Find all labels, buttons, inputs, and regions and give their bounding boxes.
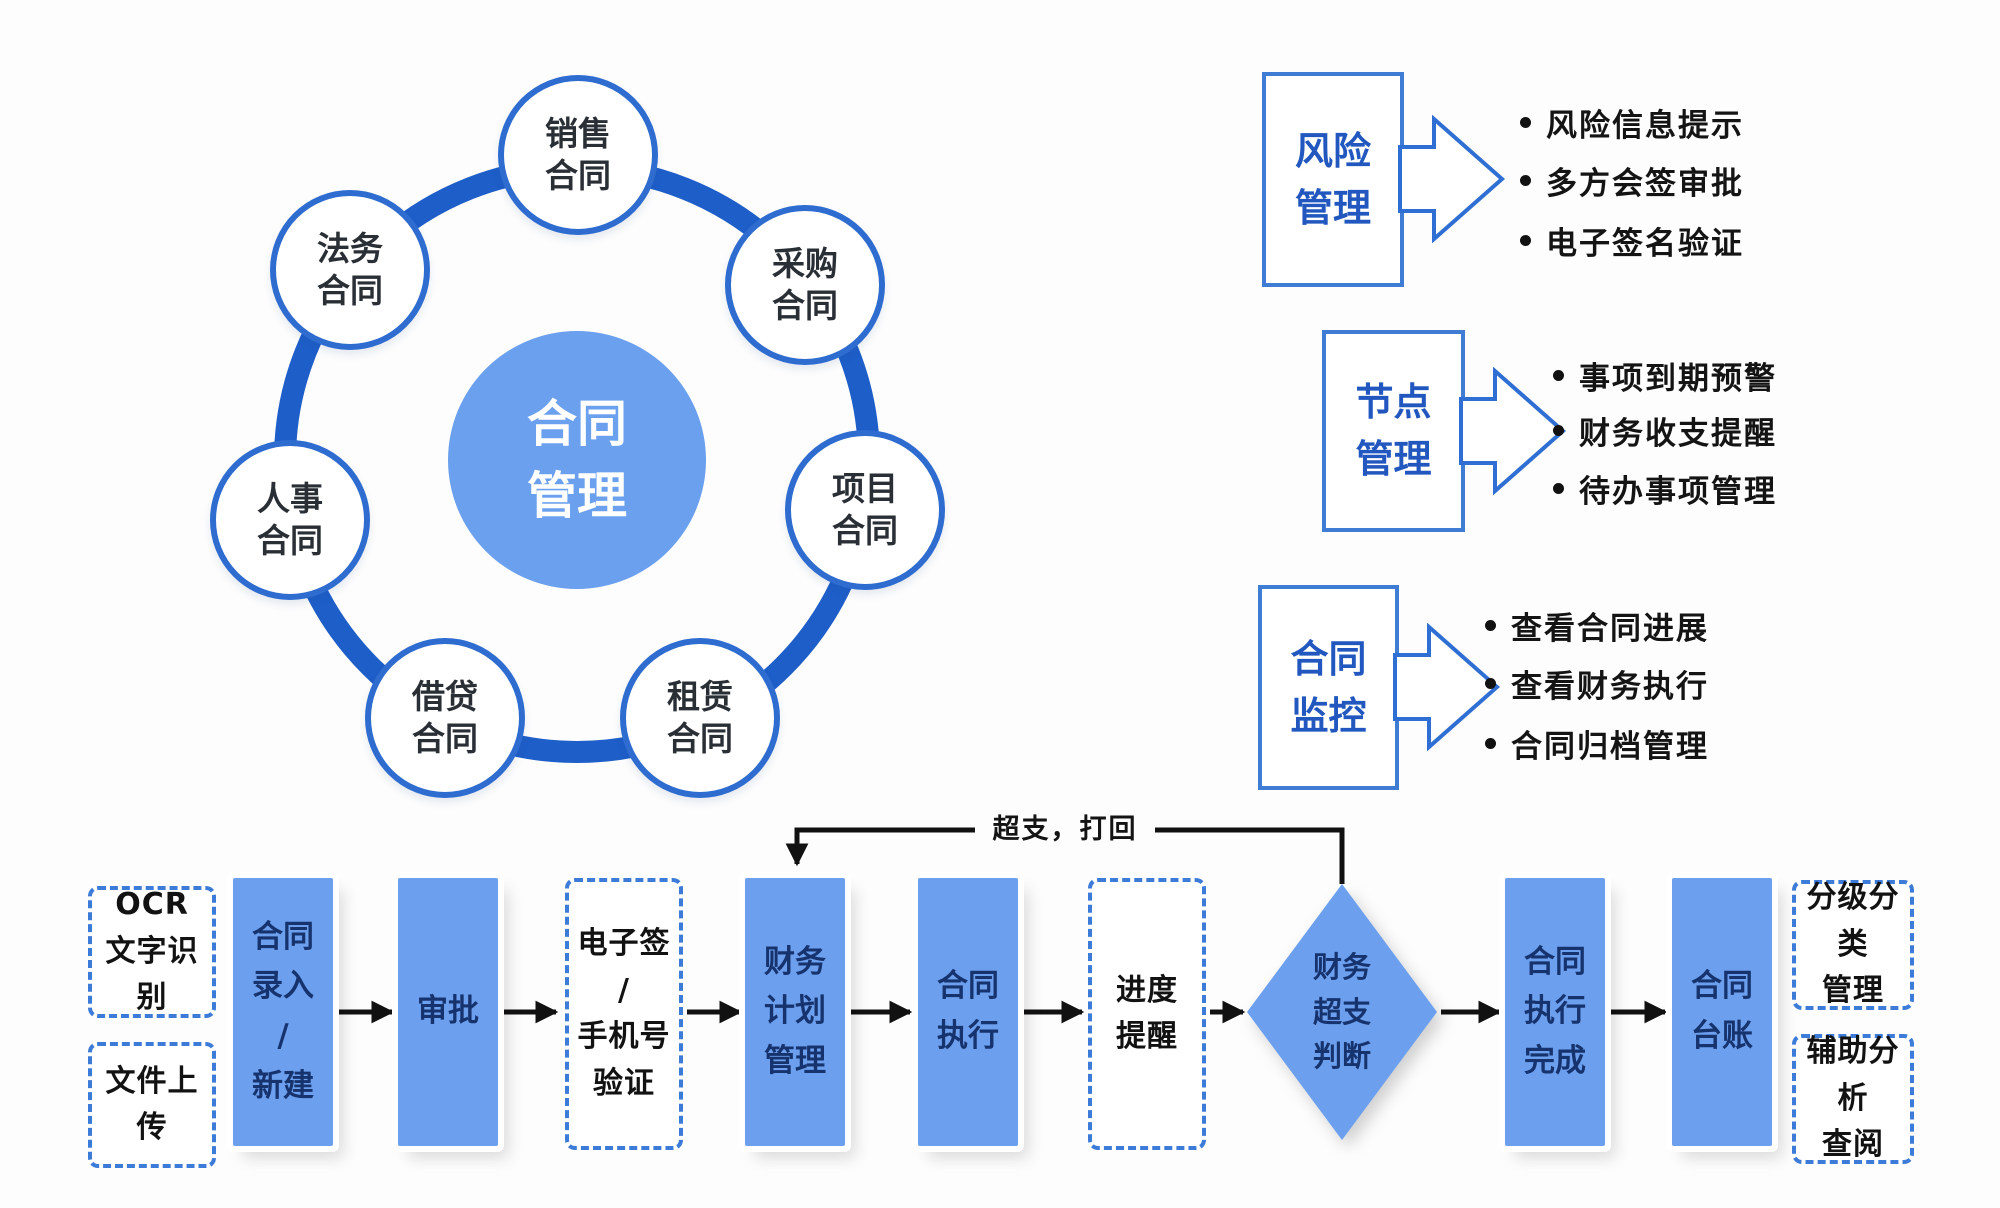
satellite-sales-contract: 销售 合同 <box>498 75 658 235</box>
block-arrow-icon <box>1459 366 1567 496</box>
satellite-loan-contract: 借贷 合同 <box>365 638 525 798</box>
diamond-label: 财务 超支 判断 <box>1312 949 1371 1074</box>
bullet-text: 查看财务执行 <box>1511 668 1709 705</box>
diamond-shape <box>1247 884 1437 1140</box>
bullet-text: 事项到期预警 <box>1579 360 1777 397</box>
bullet-esignature-verify: 电子签名验证 <box>1520 218 1744 262</box>
flow-step-finance-plan-management: 财务 计划 管理 <box>745 878 845 1146</box>
flow-step-contract-execution: 合同 执行 <box>918 878 1018 1146</box>
satellite-lease-contract: 租赁 合同 <box>620 638 780 798</box>
bullet-text: 多方会签审批 <box>1546 165 1744 202</box>
block-arrow-icon <box>1398 114 1506 244</box>
bullet-dot-icon <box>1485 619 1496 631</box>
satellite-procurement-contract: 采购 合同 <box>725 205 885 365</box>
loop-label-overspend-return: 超支，打回 <box>975 804 1155 848</box>
bullet-text: 待办事项管理 <box>1579 473 1777 510</box>
bullet-dot-icon <box>1553 482 1564 494</box>
satellite-legal-contract: 法务 合同 <box>270 190 430 350</box>
bullet-finance-reminder: 财务收支提醒 <box>1553 408 1777 452</box>
flow-step-execution-complete: 合同 执行 完成 <box>1505 878 1605 1146</box>
bullet-risk-info-alert: 风险信息提示 <box>1520 100 1744 144</box>
bullet-text: 电子签名验证 <box>1546 225 1744 262</box>
bullet-dot-icon <box>1520 174 1531 186</box>
bullet-dot-icon <box>1485 677 1496 689</box>
bullet-dot-icon <box>1553 424 1564 436</box>
bullet-view-contract-progress: 查看合同进展 <box>1485 603 1709 647</box>
hub-center-contract-management: 合同 管理 <box>448 331 706 589</box>
flow-decision-overspend-check: 财务 超支 判断 <box>1247 884 1437 1140</box>
bullet-multiparty-countersign: 多方会签审批 <box>1520 158 1744 202</box>
flow-step-contract-entry: 合同 录入 / 新建 <box>233 878 333 1146</box>
flow-output-classified-management: 分级分类 管理 <box>1792 880 1914 1010</box>
flow-step-progress-reminder: 进度 提醒 <box>1088 878 1206 1150</box>
bullet-contract-archive: 合同归档管理 <box>1485 721 1709 765</box>
block-arrow-icon <box>1393 622 1501 752</box>
flow-input-file-upload: 文件上传 <box>88 1042 216 1168</box>
bullet-dot-icon <box>1520 116 1531 128</box>
bullet-text: 查看合同进展 <box>1511 610 1709 647</box>
feature-box-node-management: 节点 管理 <box>1322 330 1465 532</box>
flow-step-esign-phone-verify: 电子签 / 手机号 验证 <box>565 878 683 1150</box>
bullet-dot-icon <box>1553 369 1564 381</box>
feature-box-contract-monitoring: 合同 监控 <box>1258 585 1399 790</box>
bullet-view-finance-execution: 查看财务执行 <box>1485 661 1709 705</box>
bullet-dot-icon <box>1520 234 1531 246</box>
bullet-text: 财务收支提醒 <box>1579 415 1777 452</box>
bullet-todo-management: 待办事项管理 <box>1553 466 1777 510</box>
bullet-dot-icon <box>1485 737 1496 749</box>
flow-output-analysis-review: 辅助分析 查阅 <box>1792 1034 1914 1164</box>
satellite-project-contract: 项目 合同 <box>785 430 945 590</box>
bullet-due-date-warning: 事项到期预警 <box>1553 353 1777 397</box>
satellite-hr-contract: 人事 合同 <box>210 440 370 600</box>
flow-step-approval: 审批 <box>398 878 498 1146</box>
feature-box-risk-management: 风险 管理 <box>1262 72 1404 287</box>
flow-input-ocr: OCR 文字识别 <box>88 886 216 1018</box>
bullet-text: 风险信息提示 <box>1546 107 1744 144</box>
flow-step-contract-ledger: 合同 台账 <box>1672 878 1772 1146</box>
bullet-text: 合同归档管理 <box>1511 728 1709 765</box>
